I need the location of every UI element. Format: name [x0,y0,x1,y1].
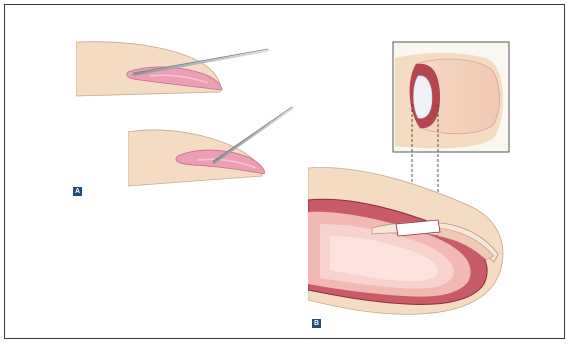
panel-label-a: A [73,187,82,196]
panel-a-bottom-finger [128,130,264,186]
inset-fingertip-view [393,42,509,152]
probe-icon-2 [214,107,292,162]
panel-b-cross-section [308,167,503,314]
panel-a-top-finger [76,42,222,96]
panel-label-b: B [312,319,321,328]
